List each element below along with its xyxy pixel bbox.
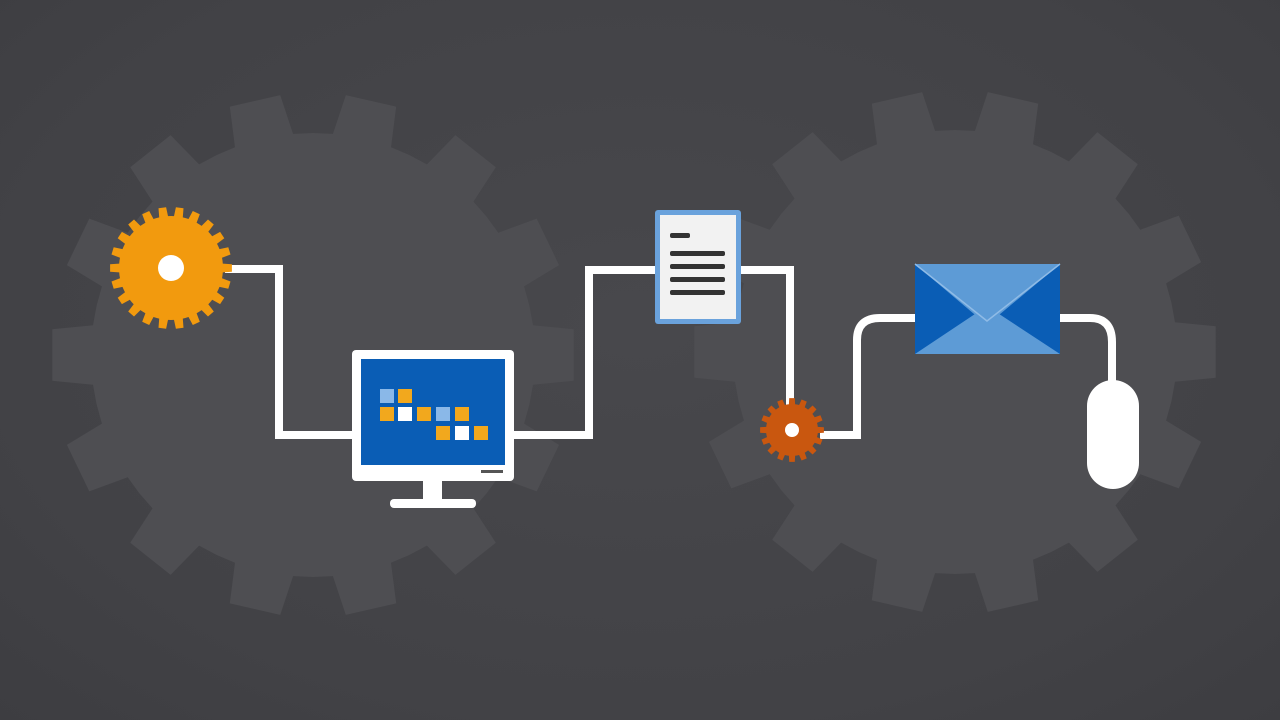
monitor-icon xyxy=(352,350,514,508)
connector-lines xyxy=(225,265,1116,439)
connector-gear-to-monitor xyxy=(225,265,355,439)
connector-small-gear-to-envelope xyxy=(820,314,918,439)
workflow-nodes xyxy=(110,207,1139,508)
gear-icon xyxy=(760,398,824,462)
document-icon xyxy=(655,210,741,324)
connector-envelope-to-mouse xyxy=(1057,314,1116,385)
gear-icon xyxy=(110,207,232,329)
connector-monitor-to-document xyxy=(512,266,660,439)
connector-document-to-small-gear xyxy=(738,266,794,410)
mouse-icon xyxy=(1087,380,1139,489)
envelope-icon xyxy=(914,263,1061,354)
